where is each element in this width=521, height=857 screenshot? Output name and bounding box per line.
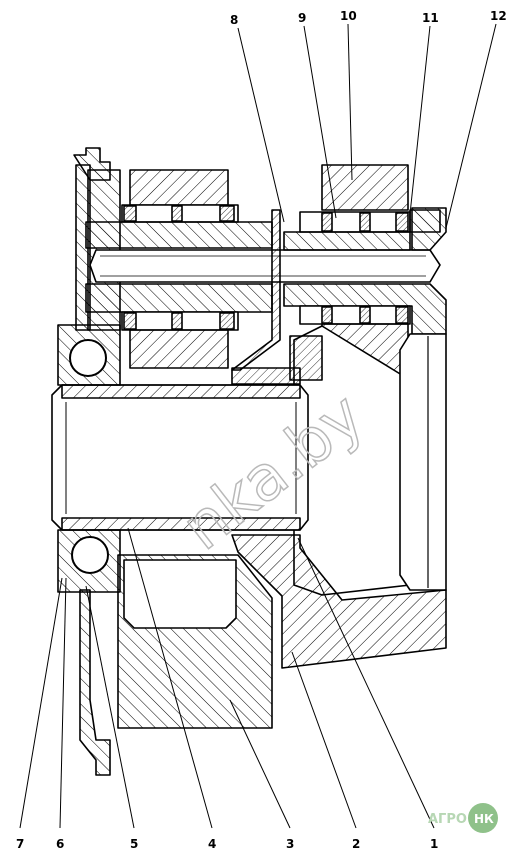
lower-left-shaft-housing [85,283,273,313]
label-5: 5 [130,837,138,851]
seal-right-lower-3 [395,306,409,324]
seal-lower-right [219,312,235,330]
logo-badge-icon [468,803,498,833]
left-lower-gear-block [129,329,229,369]
label-4: 4 [208,837,216,851]
seal-right-upper-1 [321,212,333,232]
right-upper-gear-block [321,164,409,211]
svg-text:НК: НК [474,812,494,826]
lower-ball [71,536,109,574]
hub-right-link [231,367,301,385]
label-7: 7 [16,837,24,851]
seal-lower-left [123,312,137,330]
right-upper-bearing [299,211,411,233]
seal-right-upper-2 [359,212,371,232]
satellite-axle [89,249,441,283]
label-10: 10 [340,9,357,23]
label-12: 12 [490,9,507,23]
bottom-housing-pocket [123,559,237,629]
hub-bottom-wall [61,517,301,531]
label-9: 9 [298,11,306,25]
left-upper-gear-block [129,169,229,206]
seal-right-upper-3 [395,212,409,232]
label-8: 8 [230,13,238,27]
left-flange-lower [79,589,111,776]
upper-ball [69,339,107,377]
agro-logo: АГРО НК [428,803,498,833]
seal-right-lower-2 [359,306,371,324]
svg-text:АГРО: АГРО [428,812,467,827]
upper-left-shaft-housing [85,221,273,249]
seal-right-lower-1 [321,306,333,324]
bracket-top-link [289,335,323,381]
hub-top-wall [61,384,301,399]
ring-gear-rim [399,333,447,591]
seal-lower-mid [171,312,183,330]
label-3: 3 [286,837,294,851]
label-6: 6 [56,837,64,851]
right-lower-bearing [299,305,411,325]
label-2: 2 [352,837,360,851]
seal-upper-right [219,205,235,222]
seal-upper-left [123,205,137,222]
label-11: 11 [422,11,439,25]
right-end-cap [411,207,447,251]
seal-upper-mid [171,205,183,222]
label-1: 1 [430,837,438,851]
